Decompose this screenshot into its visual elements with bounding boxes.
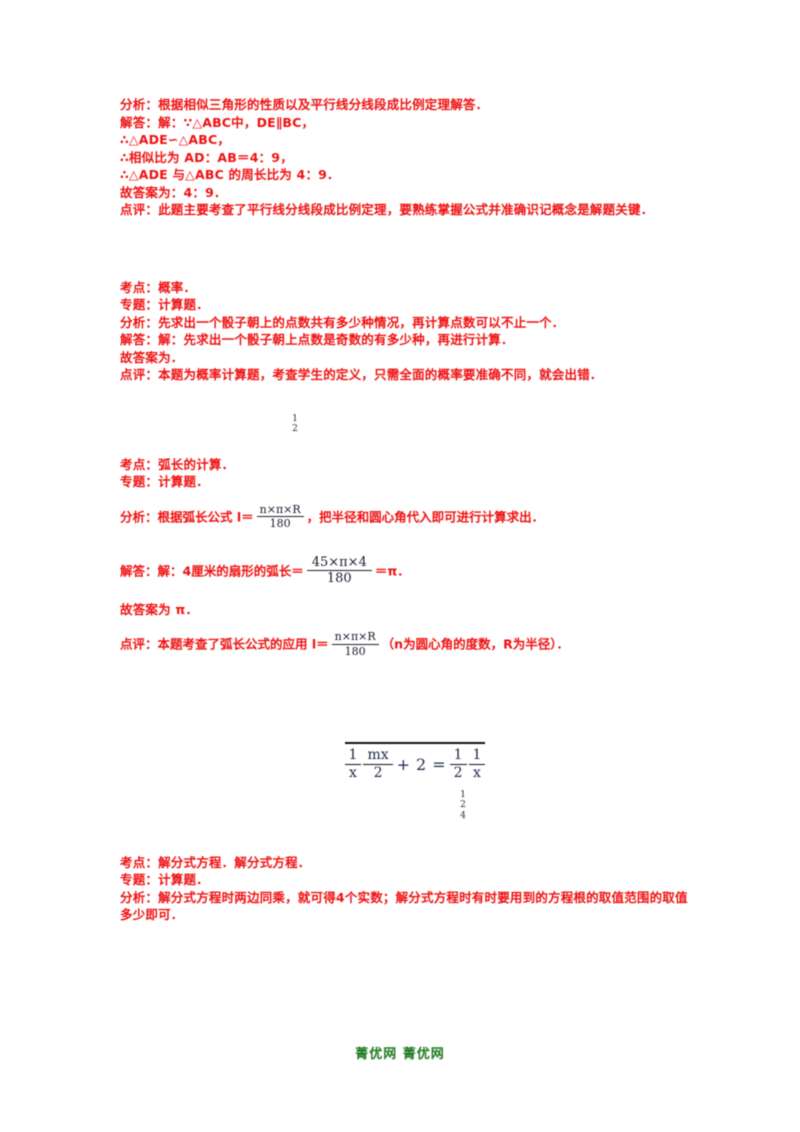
text-line: ∴△ADE∽△ABC，: [120, 132, 231, 147]
text-line: 故答案为．: [120, 349, 184, 365]
text-line: 考点：概率．: [120, 279, 197, 295]
fraction-numerator: 1: [344, 747, 362, 766]
text-line: 专题：计算题．: [120, 474, 209, 489]
spacer: [120, 531, 680, 557]
fragment-text: 1 2: [292, 414, 298, 435]
spacer: [120, 704, 680, 742]
block-probability: 考点：概率． 专题：计算题． 分析：先求出一个骰子朝上的点数共有多少种情况，再计…: [120, 279, 680, 384]
spacer: [120, 658, 680, 704]
solution-prefix: 解答：解：4厘米的扇形的弧长＝: [120, 563, 304, 579]
spacer: [120, 828, 680, 854]
comment-prefix: 点评：本题考查了弧长公式的应用 l＝: [120, 636, 329, 652]
block-analysis-similar-triangles: 分析：根据相似三角形的性质以及平行线分线段成比例定理解答． 解答：解：∵△ABC…: [120, 96, 680, 219]
fraction-denominator: 2: [453, 765, 463, 782]
text-line: 考点：弧长的计算．: [120, 456, 235, 472]
spacer: [120, 430, 680, 456]
text-line: 点评：本题为概率计算题，考查学生的定义，只需全面的概率要准确不同，就会出错．: [120, 367, 603, 382]
plus-operator: +: [396, 755, 411, 775]
stray-fraction-fragment-top: 1 2: [286, 414, 304, 435]
equation-fraction-3: 1 2: [449, 747, 467, 782]
text-line: 分析：先求出一个骰子朝上的点数共有多少种情况，再计算点数可以不止一个．: [120, 314, 565, 330]
block-rational-equation: 考点：解分式方程．解分式方程． 专题：计算题． 分析：解分式方程时两边同乘，就可…: [120, 854, 688, 924]
comment-suffix: （n为圆心角的度数，R为半径）．: [381, 636, 569, 652]
solution-suffix: ＝π．: [374, 563, 410, 579]
document-body: 分析：根据相似三角形的性质以及平行线分线段成比例定理解答． 解答：解：∵△ABC…: [120, 96, 688, 924]
text-line: ∴△ADE 与△ABC 的周长比为 4：9．: [120, 167, 340, 182]
equation-term: 2: [416, 755, 427, 775]
text-line: 分析：根据相似三角形的性质以及平行线分线段成比例定理解答．: [120, 97, 489, 112]
text-line: 多少即可．: [120, 907, 184, 923]
analysis-suffix: ，把半径和圆心角代入即可进行计算求出．: [306, 509, 545, 525]
fraction-denominator: 180: [344, 644, 366, 658]
fraction-numerator: 1: [449, 747, 467, 766]
spacer: [120, 587, 680, 601]
equation-region: 1 x mx 2 + 2 = 1 2 1: [120, 742, 680, 781]
fraction-numerator: 1: [468, 747, 486, 766]
text-line: 考点：解分式方程．解分式方程．: [120, 854, 311, 870]
fragment-text: 1 2 4: [460, 790, 466, 821]
horizontal-rule: [344, 742, 485, 744]
equation-fraction-1: 1 x: [344, 747, 362, 782]
text-line: 解答：解：∵△ABC中，DE∥BC，: [120, 114, 315, 130]
fraction-numerator: 45×π×4: [306, 555, 372, 572]
equation-fraction-4: 1 x: [468, 747, 486, 782]
spacer: [120, 782, 680, 828]
spacer: [120, 219, 680, 265]
fraction-denominator: 180: [269, 517, 291, 531]
spacer: [120, 491, 680, 505]
spacer: [120, 618, 680, 632]
footer-watermark: 菁优网 菁优网: [355, 1047, 445, 1062]
text-line: 点评：此题主要考查了平行线分线段成比例定理，要熟练掌握公式并准确识记概念是解题关…: [120, 202, 654, 217]
text-line: 故答案为：4：9．: [120, 184, 227, 200]
fraction-equation: 1 x mx 2 + 2 = 1 2 1: [344, 742, 486, 782]
fraction-numerator: n×π×R: [331, 631, 379, 645]
page-footer: 菁优网 菁优网: [0, 1043, 800, 1062]
text-line: 专题：计算题．: [120, 297, 209, 312]
text-line: ∴相似比为 AD：AB＝4：9，: [120, 149, 293, 165]
fraction-denominator: 180: [326, 571, 352, 587]
fraction-denominator: x: [473, 765, 481, 782]
fraction-numerator: n×π×R: [256, 503, 304, 518]
stray-fraction-fragment-side: 1 2 4: [455, 790, 471, 821]
fraction-denominator: x: [349, 765, 357, 782]
fraction-numerator: mx: [363, 747, 393, 766]
fraction-denominator: 2: [373, 765, 383, 782]
analysis-prefix: 分析：根据弧长公式 l＝: [120, 509, 254, 525]
equation-fraction-2: mx 2: [363, 747, 393, 782]
spacer: [120, 265, 680, 279]
equals-operator: =: [432, 755, 446, 775]
text-line: 专题：计算题．: [120, 872, 209, 888]
equation-row: 1 x mx 2 + 2 = 1 2 1: [344, 747, 486, 782]
answer-line: 故答案为 π．: [120, 601, 199, 617]
text-line: 分析：解分式方程时两边同乘，就可得4个实数；解分式方程时有时要用到的方程根的取值…: [120, 889, 688, 905]
text-line: 解答：解：先求出一个骰子朝上点数是奇数的有多少种，再进行计算．: [120, 332, 514, 347]
spacer: [120, 384, 680, 430]
